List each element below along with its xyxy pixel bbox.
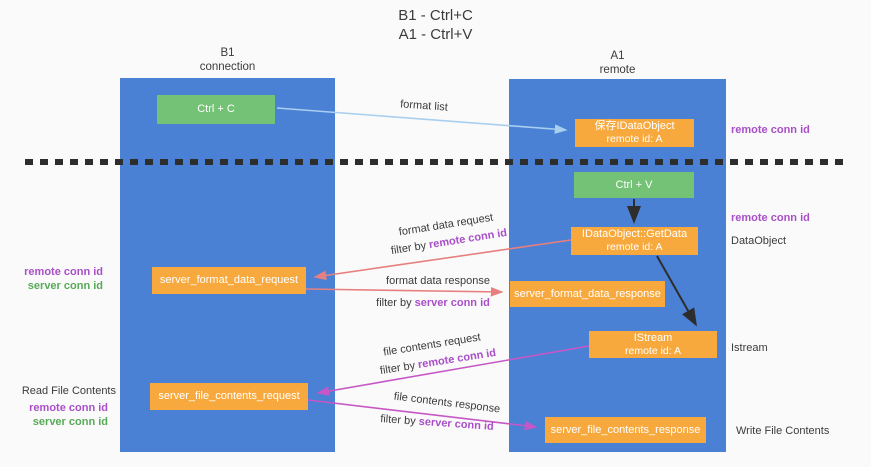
edge-label-format-list: format list: [399, 98, 449, 114]
left-file-remote-conn-id: remote conn id: [29, 402, 108, 414]
filter-by-text: filter by: [379, 359, 420, 378]
left-file-conn-ids: remote conn id server conn id: [0, 401, 108, 429]
column-header-a1: A1 remote: [509, 49, 726, 77]
node-server-format-data-response: server_format_data_response: [510, 281, 665, 307]
title-line-1: B1 - Ctrl+C: [398, 7, 473, 24]
filter-by-text: filter by: [390, 239, 431, 258]
istream-label: Istream: [731, 342, 768, 354]
edge-label-format-response-filter: filter by server conn id: [368, 297, 498, 309]
node-ctrl-c: Ctrl + C: [157, 95, 275, 124]
left-format-server-conn-id: server conn id: [27, 280, 103, 292]
node-istream-line1: IStream: [633, 331, 673, 344]
node-istream-line2: remote id: A: [624, 344, 682, 357]
title-line-2: A1 - Ctrl+V: [398, 26, 473, 43]
node-file-request-label: server_file_contents_request: [158, 390, 300, 402]
write-file-contents-label: Write File Contents: [736, 425, 830, 437]
server-conn-id-text: server conn id: [418, 415, 495, 433]
read-file-contents-label: Read File Contents: [21, 385, 116, 397]
node-format-response-label: server_format_data_response: [514, 287, 661, 300]
node-format-request-label: server_format_data_request: [159, 274, 299, 286]
session-separator-line: [25, 159, 845, 165]
column-b1-subtitle: connection: [199, 61, 256, 73]
filter-by-text: filter by: [379, 413, 420, 428]
node-idataobject-getdata: IDataObject::GetData remote id: A: [571, 227, 698, 255]
node-save-idataobject: 保存IDataObject remote id: A: [575, 119, 694, 147]
filter-by-text: filter by: [376, 297, 415, 309]
node-ctrl-v: Ctrl + V: [574, 172, 694, 198]
node-getdata-line1: IDataObject::GetData: [581, 228, 688, 240]
server-conn-id-text: server conn id: [414, 297, 490, 309]
dataobject-label: DataObject: [731, 235, 787, 247]
node-istream: IStream remote id: A: [589, 331, 717, 358]
node-server-file-contents-response: server_file_contents_response: [545, 417, 706, 443]
right-remote-conn-id-mid: remote conn id: [731, 212, 810, 224]
node-ctrl-c-label: Ctrl + C: [197, 103, 235, 115]
node-getdata-line2: remote id: A: [606, 241, 663, 253]
node-save-idataobject-line1: 保存IDataObject: [594, 120, 675, 132]
node-ctrl-v-label: Ctrl + V: [615, 178, 653, 191]
right-remote-conn-id-top: remote conn id: [731, 124, 810, 136]
left-file-server-conn-id: server conn id: [32, 416, 108, 428]
column-a1-name: A1: [610, 50, 625, 62]
arrow-format-data-response: [305, 287, 504, 297]
diagram-title: B1 - Ctrl+C A1 - Ctrl+V: [0, 6, 871, 44]
node-save-idataobject-line2: remote id: A: [606, 133, 663, 145]
node-server-format-data-request: server_format_data_request: [152, 267, 306, 294]
column-b1-name: B1: [220, 47, 235, 59]
node-file-response-label: server_file_contents_response: [550, 423, 701, 436]
column-header-b1: B1 connection: [120, 46, 335, 74]
node-server-file-contents-request: server_file_contents_request: [150, 383, 308, 410]
edge-label-format-data-response: format data response: [386, 275, 490, 287]
left-format-remote-conn-id: remote conn id: [24, 266, 103, 278]
edge-label-file-response-filter: filter by server conn id: [372, 412, 503, 433]
column-a1-subtitle: remote: [599, 64, 636, 76]
edge-label-file-contents-response: file contents response: [393, 390, 501, 416]
left-format-conn-ids: remote conn id server conn id: [0, 265, 103, 293]
